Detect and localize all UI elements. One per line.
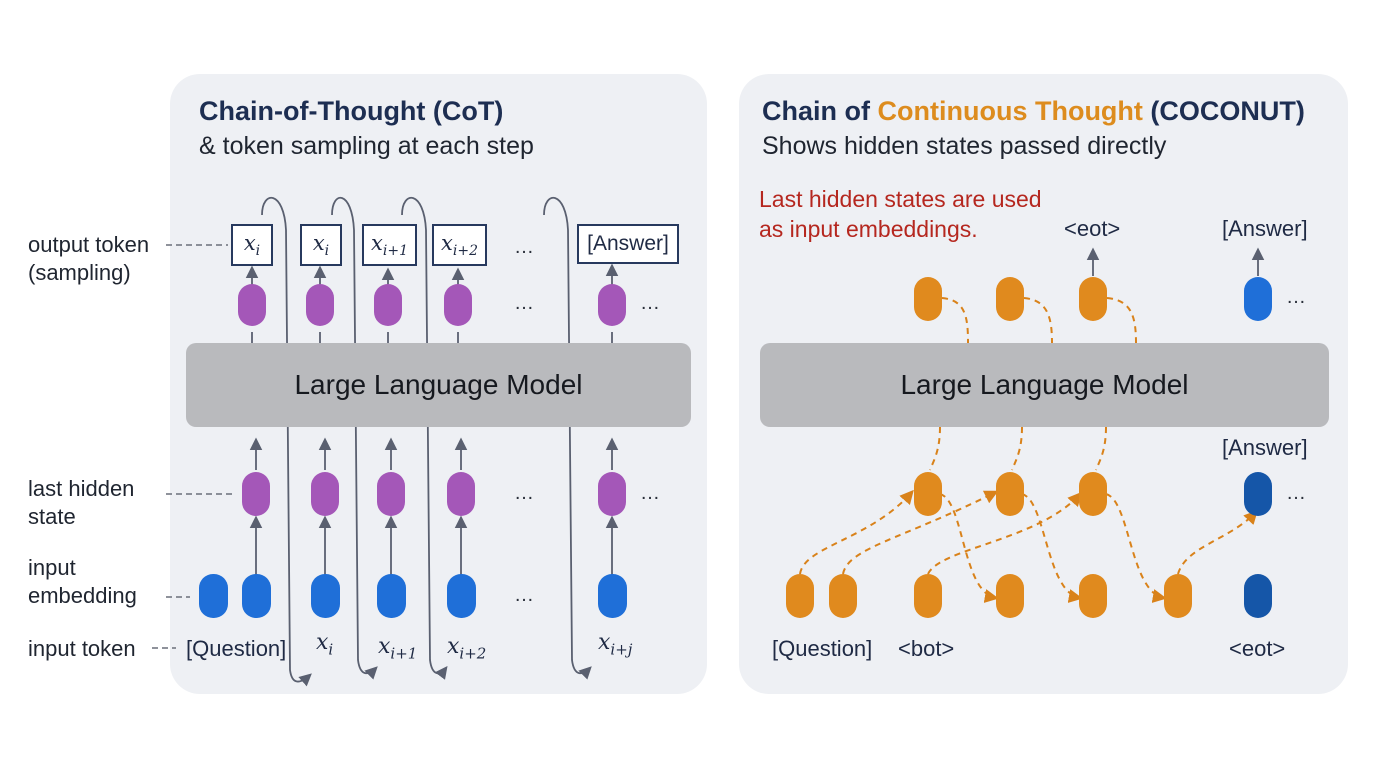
cot-subtitle: & token sampling at each step — [199, 132, 534, 160]
coconut-hidden-flows — [799, 297, 1258, 603]
coconut-arrows — [1086, 247, 1265, 276]
coconut-title: Chain of Continuous Thought (COCONUT) — [762, 96, 1305, 127]
cot-top-nodes — [238, 284, 626, 326]
cot-embed-ellipsis: … — [514, 584, 534, 606]
label-input-embedding: input embedding — [28, 555, 137, 608]
coconut-question: [Question] — [772, 636, 873, 661]
coconut-title-part1: Chain of — [762, 96, 878, 126]
coconut-mid-ellipsis: … — [1286, 482, 1306, 504]
cot-top-ellipsis-right: … — [640, 292, 660, 314]
coconut-eot-top: <eot> — [1064, 216, 1121, 241]
cot-input-xij: xi+j — [598, 630, 633, 659]
cot-input-xi2: xi+2 — [447, 634, 487, 663]
cot-feedback-loops — [261, 197, 592, 687]
coconut-embedding-nodes — [786, 574, 1192, 618]
coconut-title-highlight: Continuous Thought — [877, 96, 1143, 126]
coconut-answer-top: [Answer] — [1222, 216, 1308, 241]
cot-top-ellipsis-mid: … — [514, 292, 534, 314]
coconut-llm-block: Large Language Model — [760, 343, 1329, 427]
output-token-box-2: xi — [300, 224, 342, 266]
coconut-answer-mid: [Answer] — [1222, 435, 1308, 460]
cot-input-xi1: xi+1 — [378, 634, 418, 663]
coconut-answer-node-mid — [1244, 472, 1272, 516]
cot-arrows — [245, 263, 619, 575]
coconut-note: Last hidden states are used as input emb… — [759, 186, 1042, 242]
label-last-hidden-state: last hidden state — [28, 476, 135, 529]
cot-input-xi: xi — [316, 630, 334, 659]
cot-hidden-ellipsis-right: … — [640, 482, 660, 504]
coconut-subtitle: Shows hidden states passed directly — [762, 132, 1167, 160]
label-leaders — [152, 244, 232, 649]
coconut-hidden-nodes — [914, 472, 1107, 516]
cot-hidden-ellipsis-mid: … — [514, 482, 534, 504]
label-output-token: output token (sampling) — [28, 232, 150, 285]
cot-output-ellipsis: … — [514, 236, 534, 258]
output-answer-box: [Answer] — [577, 224, 679, 264]
cot-llm-block: Large Language Model — [186, 343, 691, 427]
coconut-title-part3: (COCONUT) — [1142, 96, 1305, 126]
coconut-bot: <bot> — [898, 636, 955, 661]
cot-input-question: [Question] — [186, 636, 287, 661]
coconut-top-nodes — [914, 277, 1107, 321]
coconut-eot-bottom: <eot> — [1229, 636, 1286, 661]
output-token-box-3: xi+1 — [362, 224, 417, 266]
coconut-top-ellipsis: … — [1286, 286, 1306, 308]
output-token-box-4: xi+2 — [432, 224, 487, 266]
output-token-box-1: xi — [231, 224, 273, 266]
cot-title: Chain-of-Thought (CoT) — [199, 96, 504, 126]
label-input-token: input token — [28, 636, 136, 661]
coconut-eot-embedding-node — [1244, 574, 1272, 618]
coconut-answer-node-top — [1244, 277, 1272, 321]
cot-embedding-nodes — [199, 574, 627, 618]
cot-hidden-nodes — [242, 472, 626, 516]
